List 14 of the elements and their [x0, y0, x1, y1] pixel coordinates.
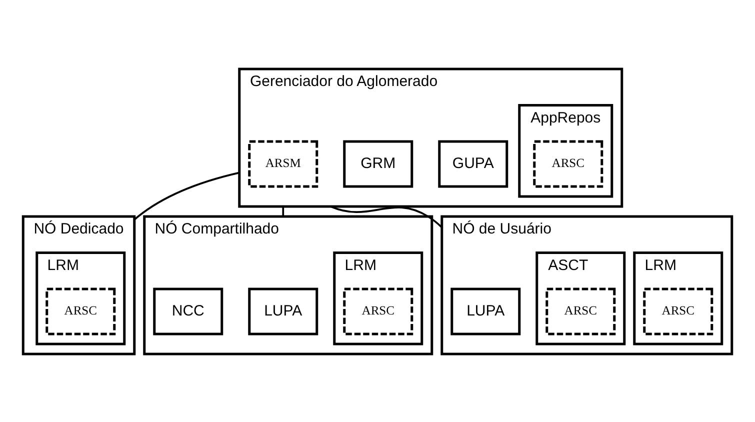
node-box: LUPA: [450, 287, 521, 335]
node-box: LUPA: [248, 287, 318, 335]
node-box: NCC: [153, 287, 224, 335]
connector: [134, 171, 240, 220]
node-box: ARSC: [546, 287, 616, 335]
connector: [330, 205, 443, 228]
node-box: ARSM: [248, 140, 318, 188]
node-box: ARSC: [46, 287, 116, 335]
node-box: ARSC: [643, 287, 714, 335]
node-box: GRM: [343, 140, 414, 188]
node-box: ARSC: [343, 287, 414, 335]
connector: [282, 206, 284, 216]
node-box: ARSC: [533, 140, 604, 188]
node-box: GUPA: [438, 140, 508, 188]
